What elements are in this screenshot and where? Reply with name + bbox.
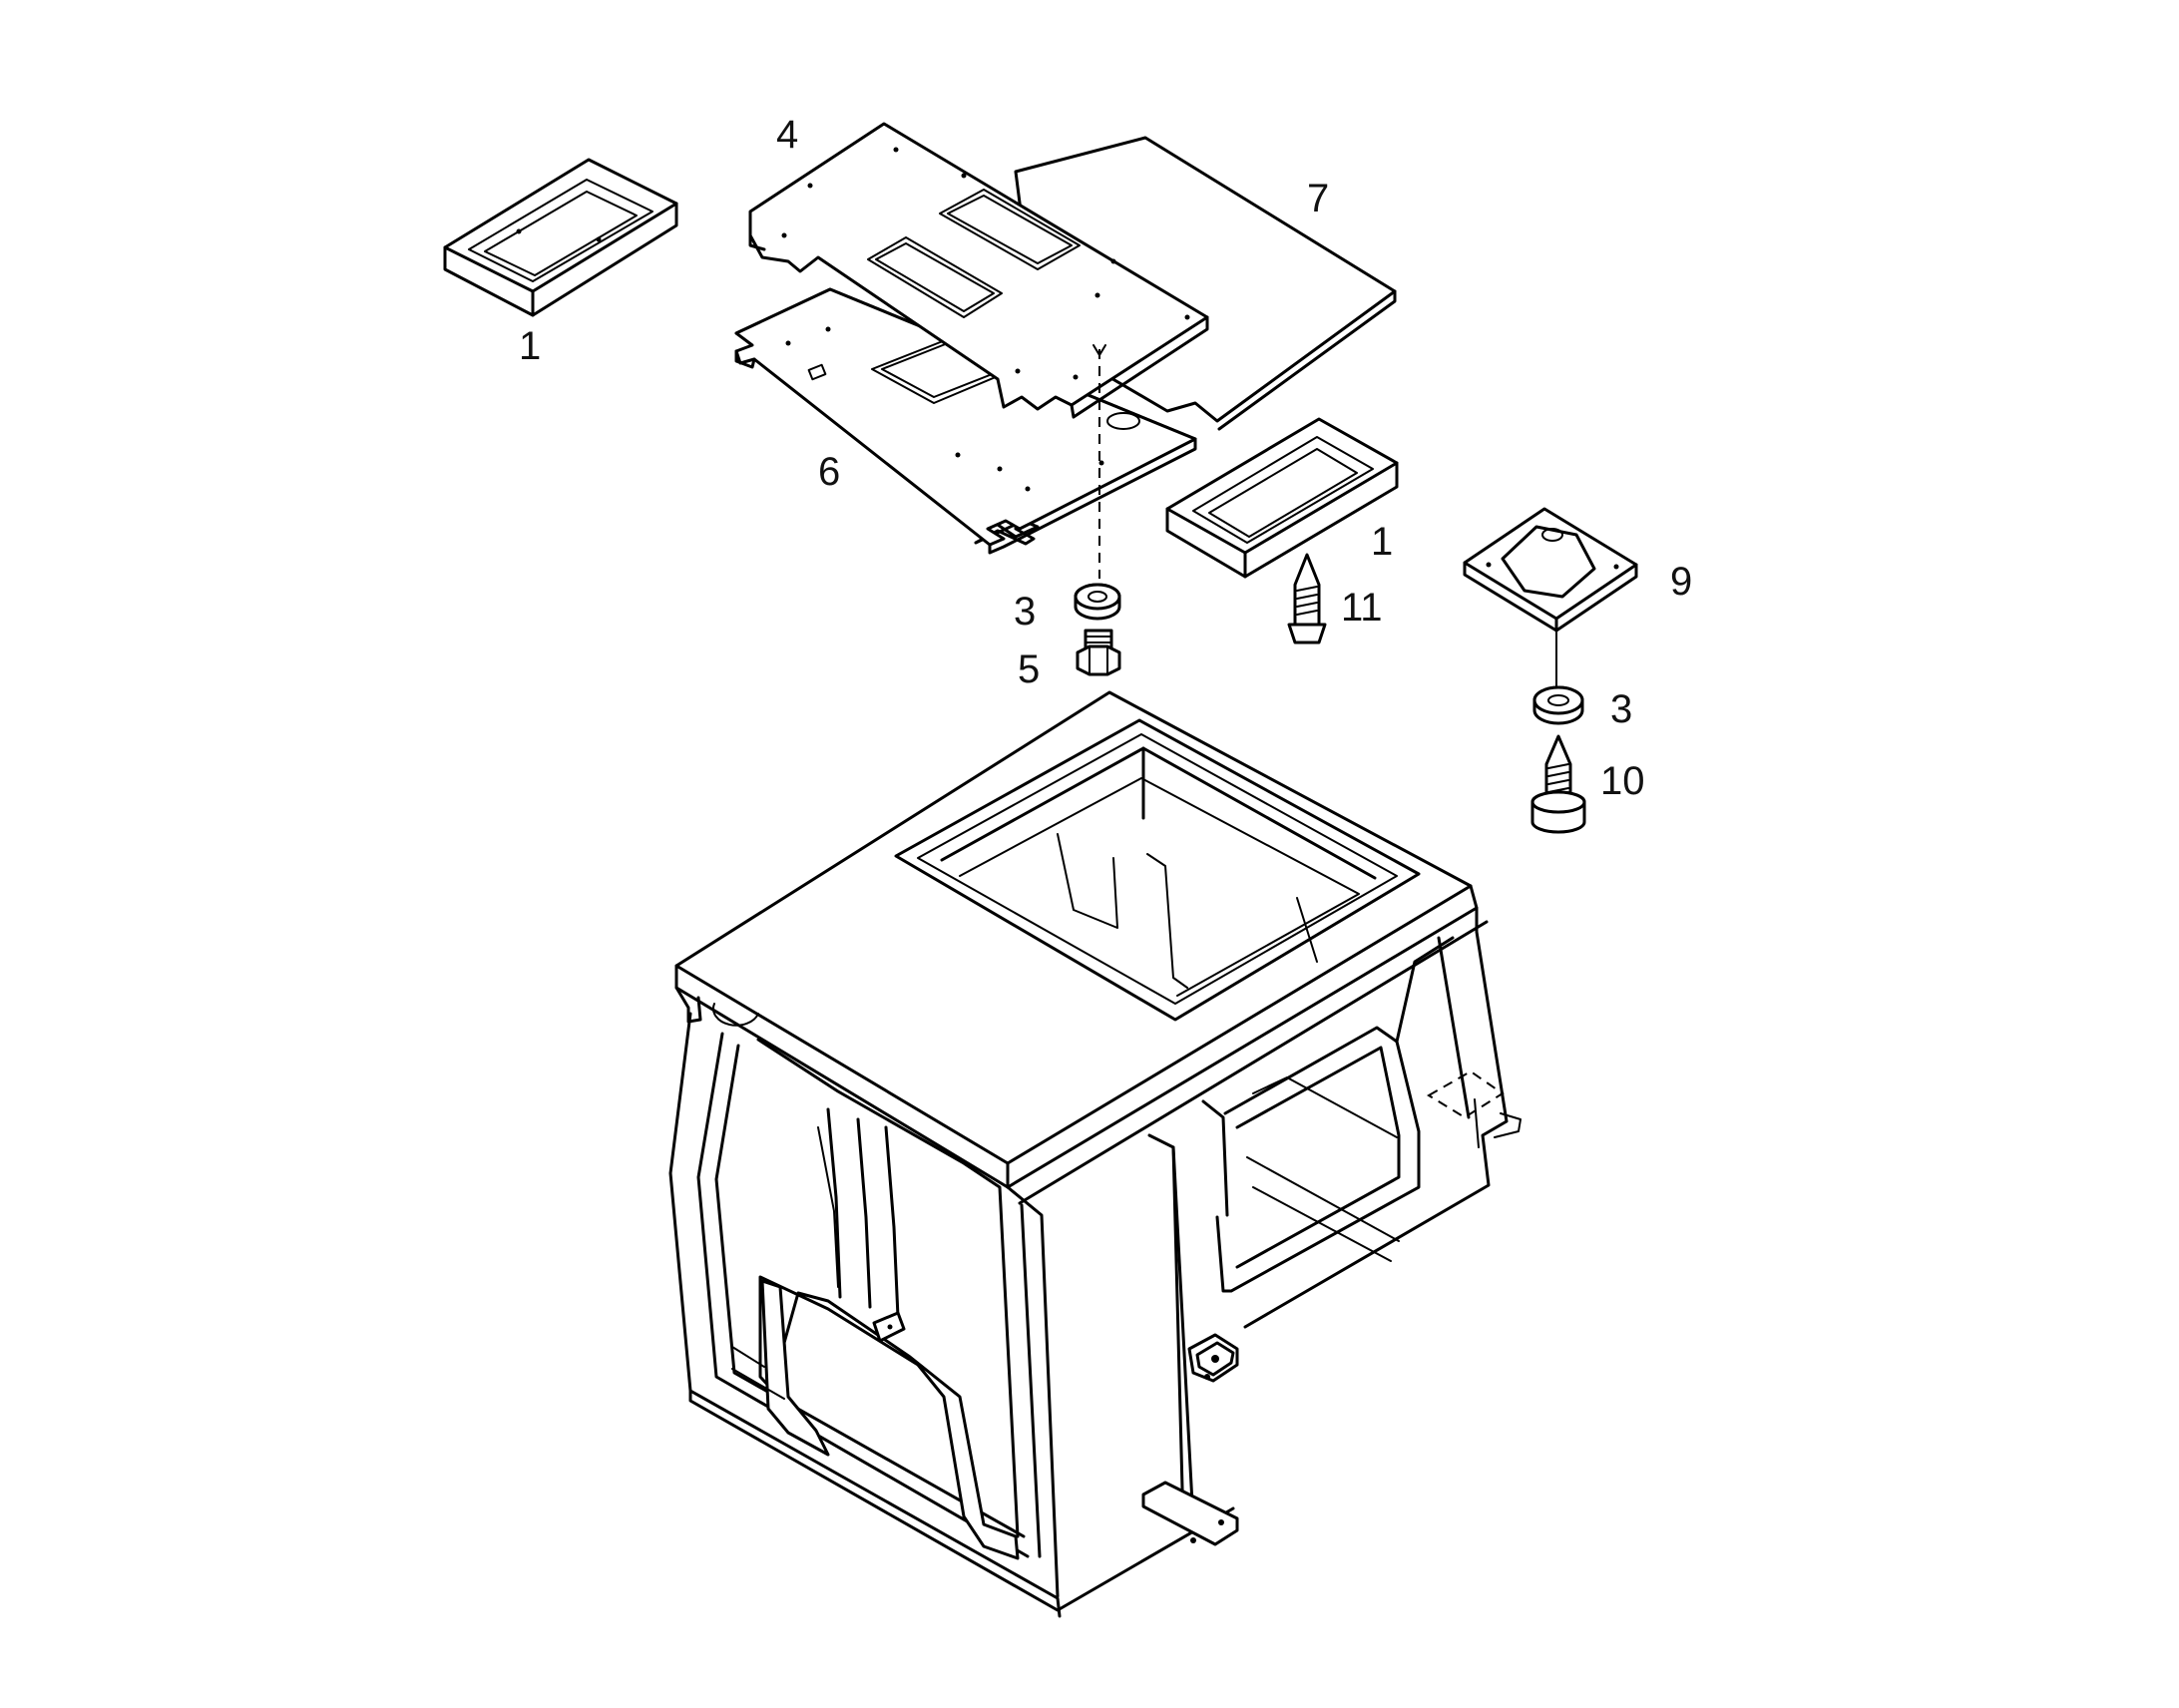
part-10-screw [1530,734,1586,834]
part-9-rubber-mount [1463,507,1638,689]
part-3-washer-a [1074,583,1121,621]
part-5-bolt [1076,629,1121,676]
part-4-upper-plate [748,122,1209,419]
part-11-screw [1287,553,1327,644]
callout-7: 7 [1307,177,1329,220]
part-3-washer-b [1532,685,1584,725]
callout-1-right: 1 [1371,520,1393,564]
part-1-trim-frame-left [443,158,678,317]
callout-3-left: 3 [1014,590,1036,634]
part-6-floor-plate [734,287,1197,555]
callout-10: 10 [1600,759,1645,803]
callout-5: 5 [1018,647,1040,691]
callout-11: 11 [1341,586,1383,630]
part-1-trim-frame-right [1165,417,1399,579]
callout-4: 4 [776,113,798,157]
cab-body [668,690,1522,1618]
callout-9: 9 [1670,560,1692,604]
callout-3-right: 3 [1610,687,1632,731]
callout-1-left: 1 [519,324,541,368]
assembly-arrow [1092,344,1106,356]
callout-6: 6 [818,450,840,494]
